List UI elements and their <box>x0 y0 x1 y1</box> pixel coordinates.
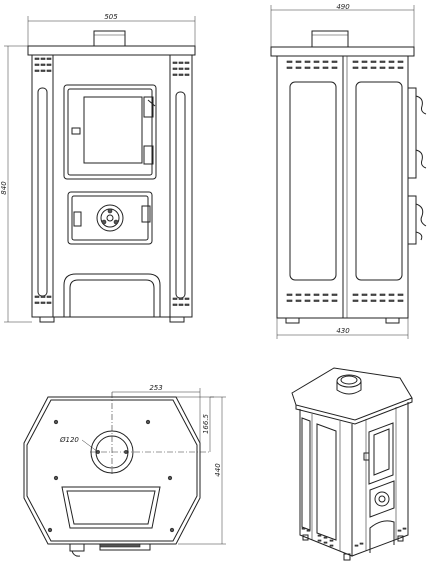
side-vent-slots <box>286 60 404 302</box>
front-flue-collar <box>93 30 126 47</box>
front-lower-hinge <box>143 145 154 165</box>
front-view: 505 840 <box>0 13 196 323</box>
top-bolt-hole <box>47 527 53 533</box>
iso-fire-door <box>368 422 394 485</box>
top-bolt-hole <box>53 419 59 425</box>
side-base-label: 430 <box>336 327 350 335</box>
iso-base-arch <box>369 520 395 553</box>
front-ash-door-latch <box>73 211 82 227</box>
side-right-window <box>355 81 403 281</box>
side-view: 490 430 <box>270 3 427 339</box>
side-depth-label: 490 <box>336 3 350 11</box>
top-bolt-hole <box>53 475 59 481</box>
side-top-plate <box>270 46 415 57</box>
front-base-arch <box>63 273 161 317</box>
front-right-foot <box>169 316 185 323</box>
isometric-view <box>291 367 413 561</box>
front-upper-hinge <box>143 96 154 118</box>
top-handle-bracket <box>69 543 85 552</box>
front-ash-door <box>67 191 153 245</box>
front-body <box>31 54 193 318</box>
side-front-foot <box>285 317 300 324</box>
front-vent-slots <box>34 57 190 306</box>
top-bolt-hole <box>167 475 173 481</box>
side-fire-door-profile <box>407 87 417 179</box>
top-plate-outline <box>23 396 201 545</box>
front-left-foot <box>39 316 55 323</box>
front-glass-window <box>83 96 143 164</box>
top-front-opening <box>61 486 161 529</box>
front-right-side-window <box>175 91 186 299</box>
iso-flue-collar <box>336 374 362 388</box>
iso-fire-door-glass <box>373 428 390 476</box>
top-view: 253 166.5 440 Ø120 <box>23 384 226 557</box>
iso-side-window-left <box>301 417 311 531</box>
front-ash-door-hinge <box>141 205 151 223</box>
front-width-label: 505 <box>104 13 118 21</box>
top-bolt-hole <box>145 419 151 425</box>
front-air-regulator <box>96 204 124 232</box>
front-top-plate <box>27 45 196 56</box>
front-height-label: 840 <box>0 181 8 195</box>
iso-ash-door <box>369 480 395 518</box>
front-door-handle <box>71 127 81 135</box>
top-total-depth-label: 440 <box>214 463 222 477</box>
iso-front-panel <box>351 402 409 557</box>
top-bolt-hole <box>169 527 175 533</box>
iso-side-panel <box>299 409 353 557</box>
iso-vent-slots <box>301 527 407 547</box>
side-door-hinges <box>415 95 427 169</box>
side-left-window <box>289 81 337 281</box>
top-flue-diameter-label: Ø120 <box>59 436 79 444</box>
iso-side-window-right <box>316 423 337 541</box>
iso-foot <box>343 553 351 561</box>
top-flue-depth-label: 166.5 <box>202 413 210 434</box>
side-flue-collar <box>311 30 349 48</box>
iso-air-regulator <box>374 491 390 507</box>
side-ash-door-profile <box>407 195 417 245</box>
side-rear-foot <box>385 317 400 324</box>
front-fire-door <box>63 84 157 180</box>
front-left-side-window <box>37 87 48 297</box>
top-offset-label: 253 <box>149 384 162 392</box>
